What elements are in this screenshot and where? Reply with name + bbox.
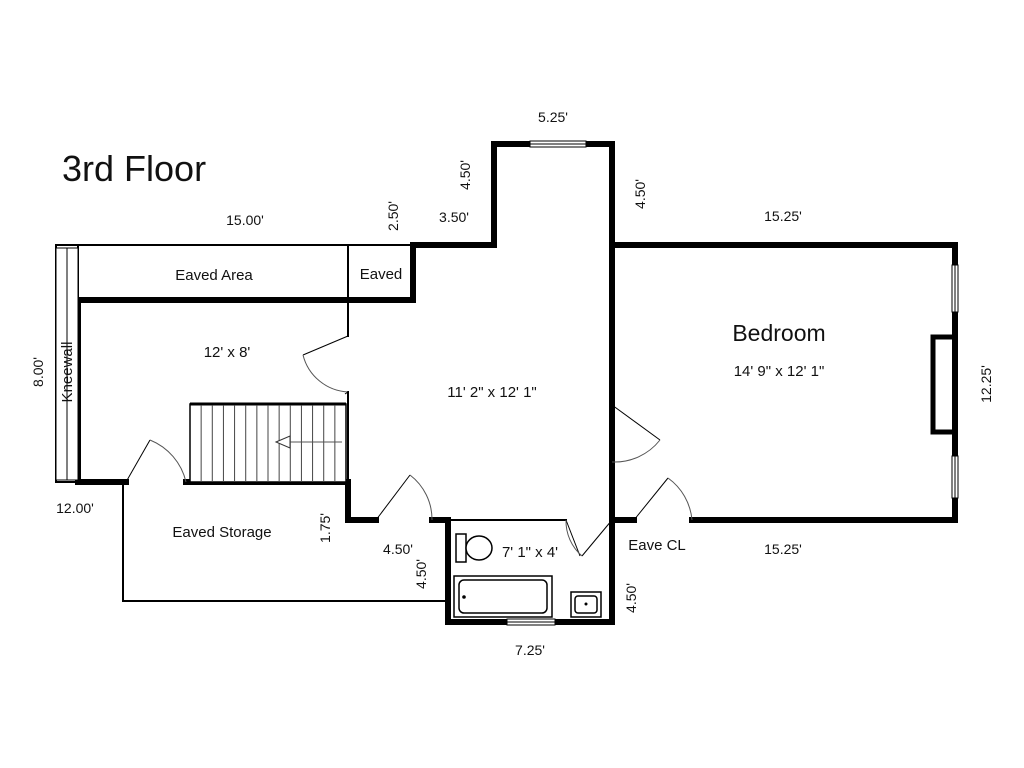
chimney-box — [930, 334, 958, 435]
windows — [55, 140, 959, 626]
dim-bedroom-right: 12.25' — [978, 365, 994, 403]
eave-cl-label: Eave CL — [628, 537, 686, 554]
door-eave-cl — [633, 477, 669, 521]
dim-step-3-50: 3.50' — [439, 209, 469, 225]
eaved-label: Eaved — [360, 266, 403, 283]
dim-kneewall: 8.00' — [30, 357, 46, 387]
staircase — [189, 402, 347, 483]
toilet-bowl-icon — [465, 535, 493, 561]
door-landing — [375, 474, 411, 521]
door-stair-room — [302, 335, 349, 356]
door-eaved-storage — [125, 439, 151, 483]
dim-eaved-depth: 2.50' — [385, 201, 401, 231]
door-bedroom — [611, 404, 661, 441]
dim-landing-width: 4.50' — [383, 541, 413, 557]
eaved-storage-walls — [122, 481, 449, 602]
dim-bath-right: 4.50' — [623, 583, 639, 613]
wall-landing — [345, 479, 379, 523]
wall-top-perimeter — [410, 141, 958, 523]
hall-size: 11' 2" x 12' 1" — [447, 384, 537, 401]
floor-title: 3rd Floor — [62, 148, 206, 189]
door-bath — [581, 519, 613, 557]
bedroom-size: 14' 9" x 12' 1" — [734, 363, 825, 380]
eaved-area-label: Eaved Area — [175, 267, 253, 284]
dim-bump-right: 4.50' — [632, 179, 648, 209]
dim-bump-width: 5.25' — [538, 109, 568, 125]
dim-bump-left: 4.50' — [457, 160, 473, 190]
toilet-tank-icon — [455, 533, 467, 563]
doors — [125, 335, 693, 557]
stair-arrow-icon — [274, 435, 291, 449]
dim-bedroom-top: 15.25' — [764, 208, 802, 224]
dim-bedroom-bottom: 15.25' — [764, 541, 802, 557]
dim-storage-width: 12.00' — [56, 500, 94, 516]
dim-bath-width: 7.25' — [515, 642, 545, 658]
dim-bath-left: 4.50' — [413, 559, 429, 589]
bath-fixtures — [453, 533, 602, 618]
stair-room-size: 12' x 8' — [204, 344, 251, 361]
dim-eaved-width: 15.00' — [226, 212, 264, 228]
dim-landing-step: 1.75' — [317, 513, 333, 543]
door-bath-hinge — [565, 519, 581, 557]
bedroom-label: Bedroom — [732, 320, 825, 346]
eaved-storage-label: Eaved Storage — [172, 524, 271, 541]
bath-size: 7' 1" x 4' — [502, 544, 558, 561]
kneewall-label: Kneewall — [59, 342, 76, 403]
